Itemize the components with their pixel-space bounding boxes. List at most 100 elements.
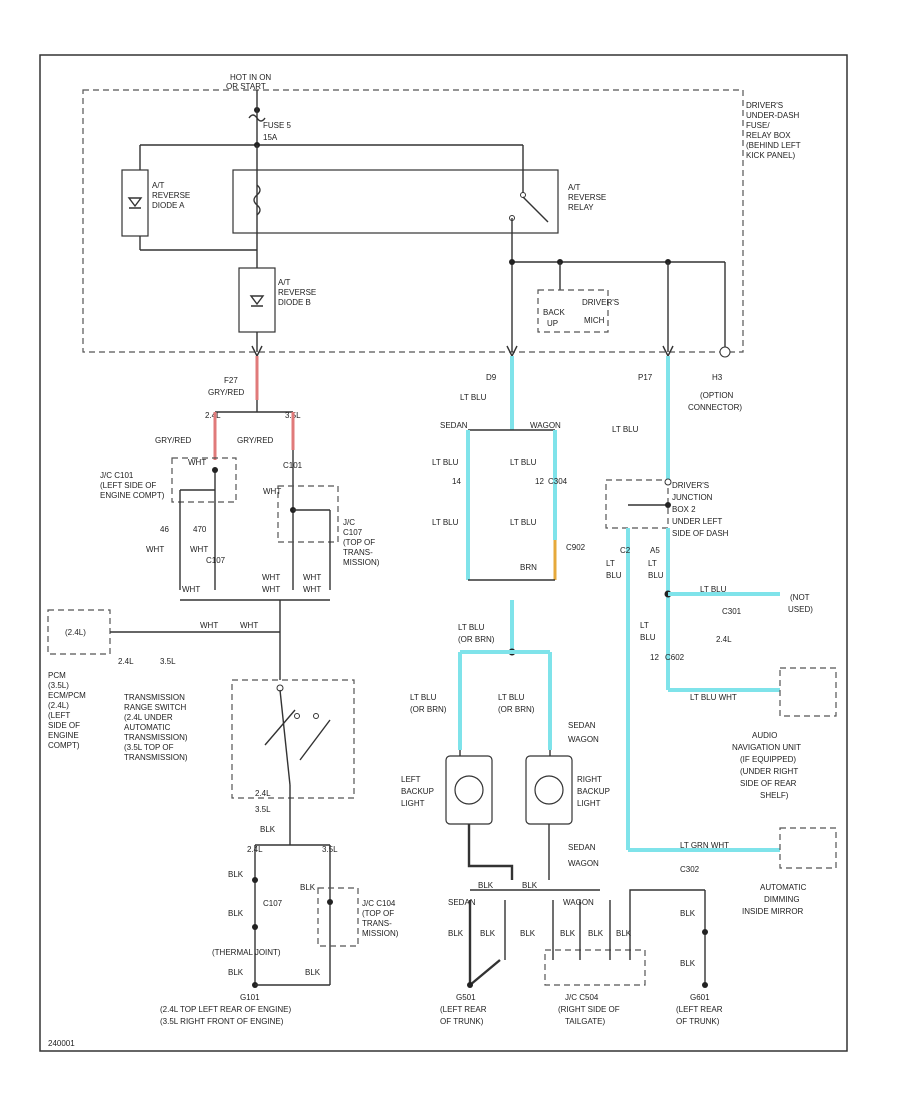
g101-loc-2: (3.5L RIGHT FRONT OF ENGINE) bbox=[160, 1017, 284, 1026]
g601-label: G601 bbox=[690, 993, 710, 1002]
bus-wht-label-2: WHT bbox=[262, 585, 280, 594]
pcm-label-5: (LEFT bbox=[48, 711, 70, 720]
merged-lt-blu-label-2: (OR BRN) bbox=[458, 635, 495, 644]
wht-46-label: WHT bbox=[146, 545, 164, 554]
trs-arm-2 bbox=[299, 719, 331, 761]
jc-c504-outline bbox=[544, 949, 646, 986]
underdash-label-6: KICK PANEL) bbox=[746, 151, 796, 160]
trs-label-6: (3.5L TOP OF bbox=[124, 743, 174, 752]
right-backup-label-2: BACKUP bbox=[577, 787, 610, 796]
gry-red-label: GRY/RED bbox=[208, 388, 245, 397]
page-code: 240001 bbox=[48, 1039, 75, 1048]
c902-label: C902 bbox=[566, 543, 586, 552]
g501-wire bbox=[468, 900, 501, 988]
audio-lt-label: LT bbox=[640, 621, 649, 630]
sedan-lt-blu-label-2: LT BLU bbox=[432, 518, 459, 527]
not-used-label-2: USED) bbox=[788, 605, 813, 614]
trs-common bbox=[279, 689, 291, 786]
fuse5-symbol bbox=[248, 114, 266, 122]
diode-a-label-2: REVERSE bbox=[152, 191, 190, 200]
lower-wagon-label: WAGON bbox=[568, 859, 599, 868]
jc-c104-label-3: TRANS- bbox=[362, 919, 392, 928]
mirror-label-1: AUTOMATIC bbox=[760, 883, 807, 892]
fuse5-label: FUSE 5 bbox=[263, 121, 292, 130]
split-2-4-label: 2.4L bbox=[205, 411, 221, 420]
c107-label: C107 bbox=[206, 556, 226, 565]
g101-blk-1: BLK bbox=[228, 870, 244, 879]
g101-blk-3: BLK bbox=[228, 968, 244, 977]
left-feed-label-1: LT BLU bbox=[410, 693, 437, 702]
diagram-border bbox=[39, 54, 848, 1052]
jb-label-2: JUNCTION bbox=[672, 493, 713, 502]
pcm-3-5-label: 3.5L bbox=[160, 657, 176, 666]
not-used-label-1: (NOT bbox=[790, 593, 810, 602]
merged-lt-blu-label-1: LT BLU bbox=[458, 623, 485, 632]
underdash-label-5: (BEHIND LEFT bbox=[746, 141, 801, 150]
gry-red-35-label: GRY/RED bbox=[237, 436, 274, 445]
mirror-wire-label: LT GRN WHT bbox=[680, 841, 729, 850]
g101-c107-label: C107 bbox=[263, 899, 283, 908]
relay-coil bbox=[253, 184, 261, 216]
g101-loc-1: (2.4L TOP LEFT REAR OF ENGINE) bbox=[160, 1005, 291, 1014]
g501-label: G501 bbox=[456, 993, 476, 1002]
trs-label-4: AUTOMATIC bbox=[124, 723, 171, 732]
jc-c107-label-4: TRANS- bbox=[343, 548, 373, 557]
jc-c504-label-2: (RIGHT SIDE OF bbox=[558, 1005, 620, 1014]
right-backup-label-1: RIGHT bbox=[577, 775, 602, 784]
c104-blk-1: BLK bbox=[300, 883, 316, 892]
pin-46-label: 46 bbox=[160, 525, 169, 534]
mid-wagon-label: WAGON bbox=[563, 898, 594, 907]
trs-label-3: (2.4L UNDER bbox=[124, 713, 173, 722]
underdash-label-4: RELAY BOX bbox=[746, 131, 791, 140]
pcm-label-8: COMPT) bbox=[48, 741, 80, 750]
g101-blk-2: BLK bbox=[228, 909, 244, 918]
left-light-ground-wire bbox=[467, 824, 514, 880]
trs-arm-1 bbox=[264, 709, 296, 746]
trs-2-4-label: 2.4L bbox=[255, 789, 271, 798]
fuse5-amp-label: 15A bbox=[263, 133, 278, 142]
f27-label: F27 bbox=[224, 376, 238, 385]
g501-loc-1: (LEFT REAR bbox=[440, 1005, 487, 1014]
drivers-jb-outline bbox=[605, 479, 669, 529]
pcm-2-4-label: 2.4L bbox=[118, 657, 134, 666]
audio-blu-label: BLU bbox=[640, 633, 656, 642]
jb-lt-label-2: LT bbox=[648, 559, 657, 568]
pcm-label-1: PCM bbox=[48, 671, 66, 680]
right-sedan-label: SEDAN bbox=[568, 721, 596, 730]
left-feed-label-2: (OR BRN) bbox=[410, 705, 447, 714]
not-used-lt-blu: LT BLU bbox=[700, 585, 727, 594]
relay-label-2: REVERSE bbox=[568, 193, 606, 202]
p17-label: P17 bbox=[638, 373, 653, 382]
c107-wht-label: WHT bbox=[263, 487, 281, 496]
trs-3-5-label: 3.5L bbox=[255, 805, 271, 814]
diode-b-label-2: REVERSE bbox=[278, 288, 316, 297]
pcm-label-7: ENGINE bbox=[48, 731, 79, 740]
mirror-label-3: INSIDE MIRROR bbox=[742, 907, 804, 916]
trs-label-1: TRANSMISSION bbox=[124, 693, 185, 702]
c504-blk-1: BLK bbox=[560, 929, 576, 938]
audio-label-5: SIDE OF REAR bbox=[740, 779, 797, 788]
g501-blk-1: BLK bbox=[448, 929, 464, 938]
audio-label-6: SHELF) bbox=[760, 791, 789, 800]
jb-blu-label-2: BLU bbox=[648, 571, 664, 580]
jc-c101-dot bbox=[212, 467, 218, 473]
pcm-label-2: (3.5L) bbox=[48, 681, 69, 690]
pin-470-label: 470 bbox=[193, 525, 207, 534]
left-backup-label-1: LEFT bbox=[401, 775, 421, 784]
g601-ground bbox=[702, 982, 708, 988]
trs-label-2: RANGE SWITCH bbox=[124, 703, 186, 712]
jc-c104-label-1: J/C C104 bbox=[362, 899, 396, 908]
relay-label-1: A/T bbox=[568, 183, 581, 192]
jc-c107-label-1: J/C bbox=[343, 518, 355, 527]
jc-c107-label-3: (TOP OF bbox=[343, 538, 375, 547]
jc-c104-outline bbox=[317, 887, 359, 947]
audio-label-2: NAVIGATION UNIT bbox=[732, 743, 801, 752]
underdash-label-2: UNDER-DASH bbox=[746, 111, 800, 120]
sedan-lt-blu-label: LT BLU bbox=[432, 458, 459, 467]
c107-wht-label-3: WHT bbox=[303, 573, 321, 582]
d9-lt-blu-label: LT BLU bbox=[460, 393, 487, 402]
right-backup-label-3: LIGHT bbox=[577, 799, 601, 808]
trs-contact-2 bbox=[313, 713, 319, 719]
mid-blk-2: BLK bbox=[522, 881, 538, 890]
back-switch-outline bbox=[537, 289, 609, 333]
